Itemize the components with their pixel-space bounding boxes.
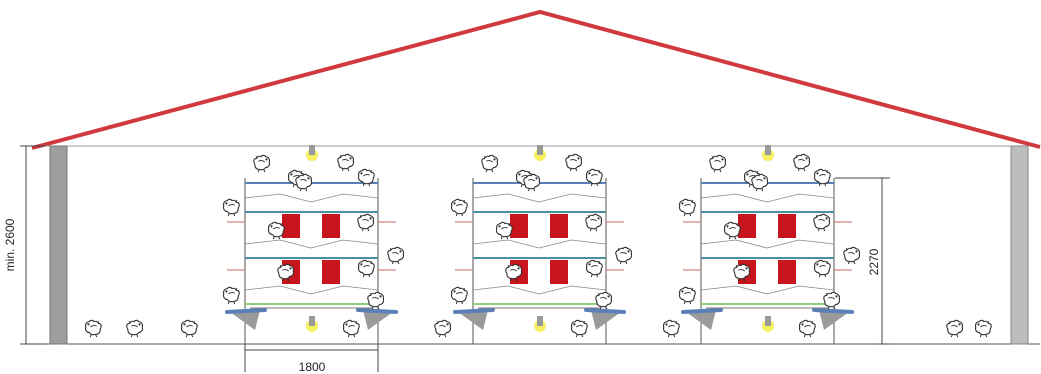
- nest-box-icon: [550, 214, 568, 238]
- hen-icon: [570, 319, 588, 338]
- ramp-right: [819, 310, 849, 330]
- hen-icon: [450, 198, 468, 217]
- nest-box-icon: [550, 260, 568, 284]
- system-height-label: 2270: [867, 248, 881, 275]
- hen-icon: [813, 259, 831, 278]
- nest-box-icon: [778, 260, 796, 284]
- hen-icon: [585, 259, 603, 278]
- hen-icon: [974, 319, 992, 338]
- aviary-unit-2: [450, 145, 633, 344]
- hen-icon: [337, 153, 355, 172]
- slatted-floor: [472, 285, 607, 295]
- nest-box-icon: [282, 214, 300, 238]
- hen-icon: [357, 259, 375, 278]
- aviary-unit-1: [222, 145, 405, 344]
- hen-icon: [126, 319, 144, 338]
- ramp-left: [686, 310, 716, 330]
- nest-box-icon: [322, 214, 340, 238]
- ramp-right: [363, 310, 393, 330]
- hen-icon: [565, 153, 583, 172]
- nest-box-icon: [322, 260, 340, 284]
- width-label: 1800: [299, 360, 326, 374]
- right-wall: [1010, 145, 1029, 345]
- slatted-floor: [244, 193, 379, 203]
- hen-icon: [495, 221, 513, 240]
- hen-icon: [434, 319, 452, 338]
- hen-icon: [222, 198, 240, 217]
- tray-left: [681, 308, 723, 314]
- nest-box-icon: [778, 214, 796, 238]
- roof-line: [31, 9, 1041, 150]
- hen-icon: [342, 319, 360, 338]
- nest-box-icon: [510, 214, 528, 238]
- hen-icon: [222, 286, 240, 305]
- tray-right: [584, 308, 626, 314]
- lamp-fixture: [309, 145, 315, 155]
- hen-icon: [387, 246, 405, 265]
- ramp-right: [591, 310, 621, 330]
- tray-left: [453, 308, 495, 314]
- aviary-unit-3: [678, 145, 861, 344]
- system-height-dimension: 2270: [835, 177, 890, 345]
- hen-icon: [84, 319, 102, 338]
- hen-icon: [450, 286, 468, 305]
- hen-icon: [367, 291, 385, 310]
- hen-icon: [678, 286, 696, 305]
- lamp-fixture: [537, 316, 543, 326]
- tray-right: [356, 308, 398, 314]
- hen-icon: [823, 291, 841, 310]
- slatted-floor: [472, 193, 607, 203]
- slatted-floor: [472, 239, 607, 249]
- hen-icon: [253, 154, 271, 173]
- nest-box-icon: [738, 214, 756, 238]
- hen-icon: [946, 319, 964, 338]
- hen-icon: [481, 154, 499, 173]
- tray-left: [225, 308, 267, 314]
- slatted-floor: [244, 285, 379, 295]
- hen-icon: [180, 319, 198, 338]
- hen-icon: [678, 198, 696, 217]
- hen-icon: [595, 291, 613, 310]
- hen-icon: [267, 221, 285, 240]
- slatted-floor: [700, 239, 835, 249]
- slatted-floor: [700, 285, 835, 295]
- lamp-fixture: [537, 145, 543, 155]
- slatted-floor: [700, 193, 835, 203]
- hen-icon: [585, 213, 603, 232]
- lamp-fixture: [765, 145, 771, 155]
- lamp-fixture: [765, 316, 771, 326]
- hen-icon: [813, 213, 831, 232]
- hen-icon: [843, 246, 861, 265]
- ramp-left: [230, 310, 260, 330]
- width-dimension: 1800: [244, 344, 379, 374]
- hen-icon: [798, 319, 816, 338]
- height-label: min. 2600: [3, 218, 17, 271]
- ramp-left: [458, 310, 488, 330]
- hen-icon: [357, 213, 375, 232]
- tray-right: [812, 308, 854, 314]
- hen-icon: [723, 221, 741, 240]
- lamp-fixture: [309, 316, 315, 326]
- hen-icon: [793, 153, 811, 172]
- left-wall: [49, 145, 68, 345]
- slatted-floor: [244, 239, 379, 249]
- hen-icon: [709, 154, 727, 173]
- height-dimension: min. 2600: [3, 145, 46, 345]
- hen-icon: [662, 319, 680, 338]
- hen-icon: [615, 246, 633, 265]
- aviary-units: [222, 145, 861, 344]
